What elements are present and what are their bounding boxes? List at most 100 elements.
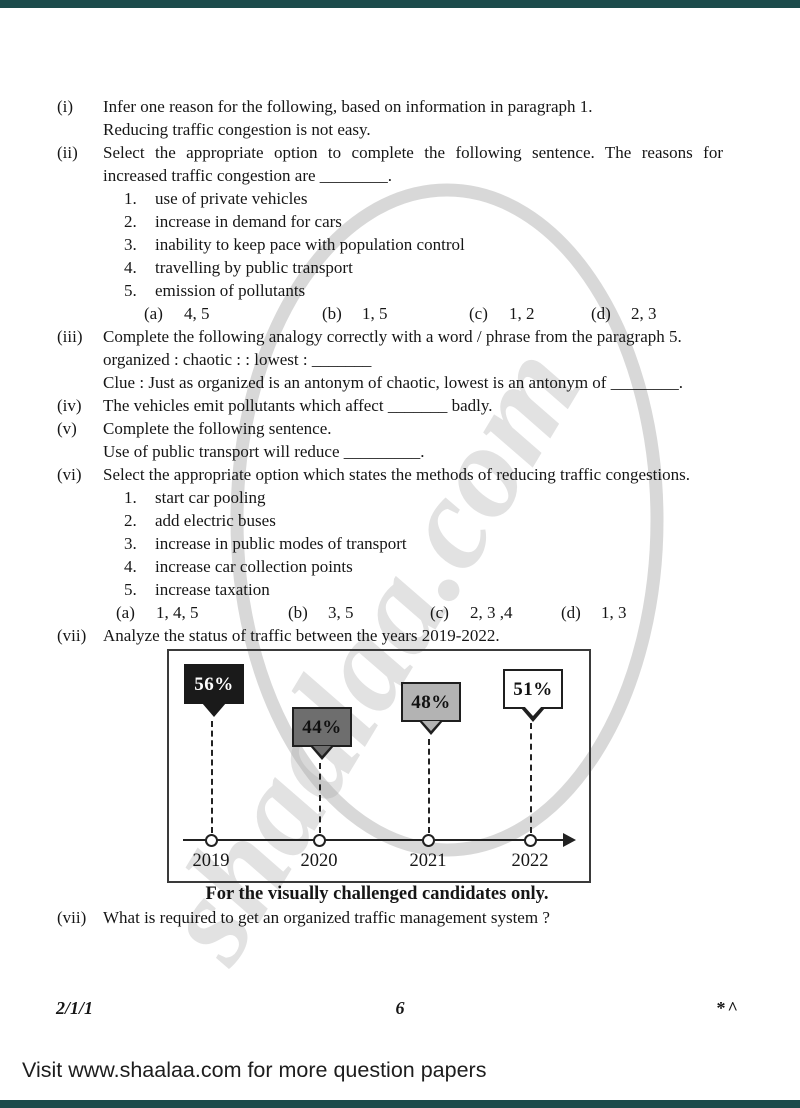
dashed-leader-2020 [319,763,321,833]
list-item: 5. increase taxation [57,578,723,601]
question-ii: (ii) Select the appropriate option to co… [57,141,723,187]
question-vi-text: Select the appropriate option which stat… [103,465,690,484]
axis-arrow-icon [563,833,576,847]
question-iv-text: The vehicles emit pollutants which affec… [103,396,493,415]
list-item: 2. increase in demand for cars [57,210,723,233]
marker-2020: 44% [292,707,352,747]
question-ii-options: (a) 4, 5 (b) 1, 5 (c) 1, 2 (d) 2, 3 [144,302,723,325]
item-text: inability to keep pace with population c… [155,235,465,254]
option-value: 1, 3 [601,603,627,622]
paper-code: 2/1/1 [56,998,94,1018]
dashed-leader-2021 [428,739,430,833]
list-item: 5. emission of pollutants [57,279,723,302]
question-v-line2: Use of public transport will reduce ____… [103,442,425,461]
question-vii-number: (vii) [57,626,87,645]
question-i-number: (i) [57,97,74,116]
bottom-edge-bar [0,1100,800,1108]
question-v-number: (v) [57,419,77,438]
item-number: 5. [124,580,137,599]
question-iii-clue: Clue : Just as organized is an antonym o… [103,373,683,392]
question-iv: (iv) The vehicles emit pollutants which … [57,394,723,417]
year-label: 2020 [300,851,338,871]
option-label: (a) [144,304,163,323]
question-vii: (vii) Analyze the status of traffic betw… [57,624,723,647]
question-vii-vc: (vii) What is required to get an organiz… [57,906,723,929]
item-number: 4. [124,258,137,277]
traffic-chart: 56% 44% 48% 51% 2019 2020 2021 2022 [167,649,591,883]
footer-mark: *^ [716,998,740,1018]
list-item: 1. use of private vehicles [57,187,723,210]
marker-2019: 56% [184,664,244,704]
list-item: 3. inability to keep pace with populatio… [57,233,723,256]
option-value: 1, 4, 5 [156,603,199,622]
option-label: (c) [469,304,488,323]
list-item: 1. start car pooling [57,486,723,509]
question-vii-text: Analyze the status of traffic between th… [103,626,500,645]
option-label: (c) [430,603,449,622]
item-text: travelling by public transport [155,258,353,277]
question-ii-text: Select the appropriate option to complet… [103,143,723,185]
marker-2022: 51% [503,669,563,709]
item-number: 2. [124,212,137,231]
item-number: 3. [124,235,137,254]
option-value: 2, 3 [631,304,657,323]
year-label: 2019 [192,851,230,871]
list-item: 4. increase car collection points [57,555,723,578]
dashed-leader-2019 [211,721,213,833]
year-label: 2022 [511,851,549,871]
item-number: 3. [124,534,137,553]
item-text: increase taxation [155,580,270,599]
item-text: increase in demand for cars [155,212,342,231]
option-label: (a) [116,603,135,622]
option-label: (d) [561,603,581,622]
question-iii-analogy: organized : chaotic : : lowest : _______ [103,350,372,369]
question-iii-number: (iii) [57,327,83,346]
option-label: (b) [288,603,308,622]
item-text: increase car collection points [155,557,353,576]
axis-point-2020 [313,834,326,847]
option-label: (b) [322,304,342,323]
questions-area: (i) Infer one reason for the following, … [57,95,723,929]
option-value: 3, 5 [328,603,354,622]
question-i-line2: Reducing traffic congestion is not easy. [103,120,371,139]
question-iii: (iii) Complete the following analogy cor… [57,325,723,394]
option-value: 1, 5 [362,304,388,323]
list-item: 4. travelling by public transport [57,256,723,279]
item-number: 1. [124,189,137,208]
list-item: 2. add electric buses [57,509,723,532]
axis-point-2019 [205,834,218,847]
question-ii-number: (ii) [57,143,78,162]
item-text: add electric buses [155,511,276,530]
question-vi: (vi) Select the appropriate option which… [57,463,723,486]
question-vii-vc-number: (vii) [57,908,87,927]
question-vii-vc-text: What is required to get an organized tra… [103,908,550,927]
option-label: (d) [591,304,611,323]
question-iv-number: (iv) [57,396,82,415]
question-v-line1: Complete the following sentence. [103,419,332,438]
timeline-axis [183,839,565,841]
top-edge-bar [0,0,800,8]
option-value: 1, 2 [509,304,535,323]
question-i: (i) Infer one reason for the following, … [57,95,723,141]
item-number: 4. [124,557,137,576]
item-text: increase in public modes of transport [155,534,407,553]
item-number: 2. [124,511,137,530]
list-item: 3. increase in public modes of transport [57,532,723,555]
question-v: (v) Complete the following sentence. Use… [57,417,723,463]
dashed-leader-2022 [530,723,532,833]
option-value: 2, 3 ,4 [470,603,513,622]
item-number: 5. [124,281,137,300]
option-value: 4, 5 [184,304,210,323]
chart-caption: For the visually challenged candidates o… [205,884,549,904]
item-number: 1. [124,488,137,507]
question-i-line1: Infer one reason for the following, base… [103,97,593,116]
question-iii-text: Complete the following analogy correctly… [103,327,682,346]
year-label: 2021 [409,851,447,871]
item-text: emission of pollutants [155,281,306,300]
axis-point-2022 [524,834,537,847]
question-vi-number: (vi) [57,465,82,484]
marker-2021: 48% [401,682,461,722]
question-vi-options: (a) 1, 4, 5 (b) 3, 5 (c) 2, 3 ,4 (d) 1, 3 [116,601,723,624]
shaalaa-note: Visit www.shaalaa.com for more question … [22,1058,487,1082]
